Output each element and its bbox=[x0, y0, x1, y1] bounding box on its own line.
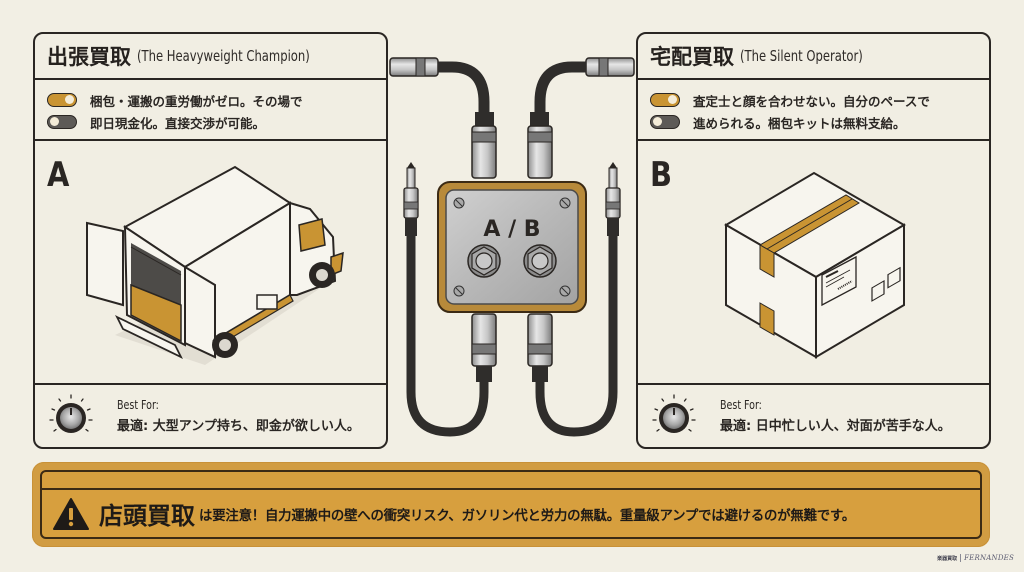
panel-subtitle: (The Heavyweight Champion) bbox=[137, 47, 310, 65]
cardboard-box-illustration: B bbox=[638, 145, 989, 385]
banner-title: 店頭買取 bbox=[99, 502, 195, 530]
brand-jp: 楽器買取 bbox=[937, 555, 958, 562]
best-for-section: Best For: 最適: 大型アンプ持ち、即金が欲しい人。 bbox=[35, 385, 386, 447]
feature-text: 進められる。梱包キットは無料支給。 bbox=[693, 115, 906, 131]
toggle-off-icon bbox=[650, 115, 680, 129]
banner-message: は要注意！自力運搬中の壁への衝突リスク、ガソリン代と労力の無駄。重量級アンプでは… bbox=[199, 508, 856, 524]
feature-row: 査定士と顔を合わせない。自分のペースで bbox=[650, 90, 989, 110]
panel-title: 宅配買取 bbox=[650, 45, 734, 69]
option-letter: B bbox=[650, 155, 673, 195]
toggle-off-icon bbox=[47, 115, 77, 129]
toggle-on-icon bbox=[650, 93, 680, 107]
best-for-value: 最適: 大型アンプ持ち、即金が欲しい人。 bbox=[117, 419, 360, 434]
best-for-value: 最適: 日中忙しい人、対面が苦手な人。 bbox=[720, 419, 951, 434]
box-icon bbox=[724, 171, 906, 359]
feature-text: 即日現金化。直接交渉が可能。 bbox=[90, 115, 266, 131]
ab-switch-device: A / B bbox=[380, 32, 644, 452]
best-for-label: Best For: bbox=[720, 398, 762, 412]
ab-label: A / B bbox=[483, 217, 540, 242]
warning-icon bbox=[53, 497, 89, 530]
truck-illustration: A bbox=[35, 145, 386, 385]
panel-title: 出張買取 bbox=[47, 45, 131, 69]
truck-icon bbox=[86, 165, 344, 365]
best-for-label: Best For: bbox=[117, 398, 159, 412]
left-panel-home-pickup: 出張買取 (The Heavyweight Champion) 梱包・運搬の重労… bbox=[33, 32, 388, 449]
panel-header: 宅配買取 (The Silent Operator) bbox=[638, 34, 989, 80]
brand-logo: 楽器買取 FERNANDES bbox=[937, 554, 1014, 562]
feature-list: 査定士と顔を合わせない。自分のペースで 進められる。梱包キットは無料支給。 bbox=[638, 80, 989, 141]
feature-list: 梱包・運搬の重労働がゼロ。その場で 即日現金化。直接交渉が可能。 bbox=[35, 80, 386, 141]
right-panel-mail-in: 宅配買取 (The Silent Operator) 査定士と顔を合わせない。自… bbox=[636, 32, 991, 449]
banner-top-strip bbox=[42, 472, 980, 490]
brand-name: FERNANDES bbox=[964, 554, 1014, 562]
brand-divider bbox=[960, 554, 962, 562]
knob-icon bbox=[47, 392, 95, 440]
knob-icon bbox=[650, 392, 698, 440]
best-for-section: Best For: 最適: 日中忙しい人、対面が苦手な人。 bbox=[638, 385, 989, 447]
warning-banner: 店頭買取 は要注意！自力運搬中の壁への衝突リスク、ガソリン代と労力の無駄。重量級… bbox=[32, 462, 990, 547]
feature-row: 進められる。梱包キットは無料支給。 bbox=[650, 112, 989, 132]
feature-row: 梱包・運搬の重労働がゼロ。その場で bbox=[47, 90, 386, 110]
option-letter: A bbox=[47, 155, 70, 195]
feature-row: 即日現金化。直接交渉が可能。 bbox=[47, 112, 386, 132]
feature-text: 査定士と顔を合わせない。自分のペースで bbox=[693, 93, 930, 109]
panel-header: 出張買取 (The Heavyweight Champion) bbox=[35, 34, 386, 80]
feature-text: 梱包・運搬の重労働がゼロ。その場で bbox=[90, 93, 303, 109]
panel-subtitle: (The Silent Operator) bbox=[740, 47, 863, 65]
toggle-on-icon bbox=[47, 93, 77, 107]
